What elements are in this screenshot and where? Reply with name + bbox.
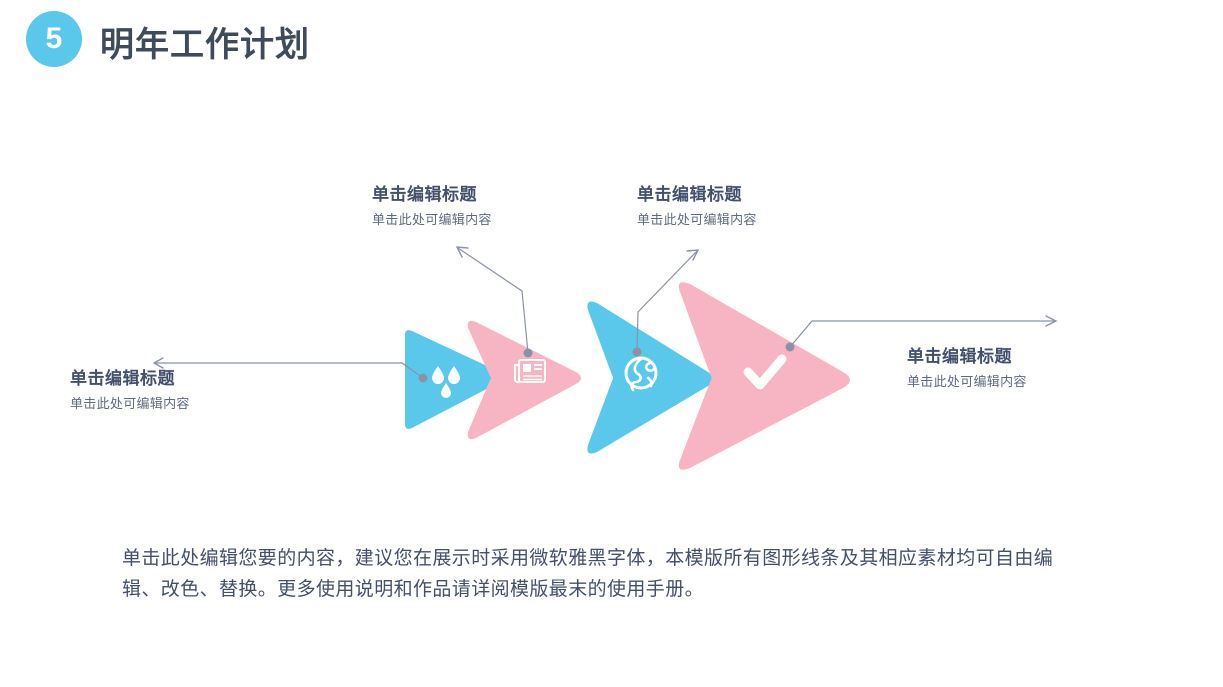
callout-3-title: 单击编辑标题 <box>637 185 742 204</box>
process-step-1[interactable] <box>405 330 504 429</box>
arrow-shapes-group <box>405 282 850 470</box>
arrow-shape-3[interactable] <box>587 301 714 454</box>
newspaper-icon <box>514 359 546 384</box>
check-icon <box>743 354 787 390</box>
step-number-badge: 5 <box>26 11 82 67</box>
callout-1-description: 单击此处可编辑内容 <box>70 395 190 411</box>
callout-2[interactable]: 单击编辑标题 单击此处可编辑内容 <box>372 184 492 229</box>
slide-header: 5 明年工作计划 <box>0 0 1223 90</box>
step-number-label: 5 <box>45 22 63 55</box>
callout-3-description: 单击此处可编辑内容 <box>637 211 757 227</box>
callout-4-description: 单击此处可编辑内容 <box>907 373 1027 389</box>
process-step-4[interactable] <box>678 282 850 470</box>
callout-4[interactable]: 单击编辑标题 单击此处可编辑内容 <box>907 346 1027 391</box>
callout-1-title: 单击编辑标题 <box>70 369 175 388</box>
callout-3[interactable]: 单击编辑标题 单击此处可编辑内容 <box>637 184 757 229</box>
page-title: 明年工作计划 <box>100 26 310 64</box>
process-step-3[interactable] <box>587 301 714 454</box>
callout-4-title: 单击编辑标题 <box>907 347 1012 366</box>
globe-icon <box>624 356 658 392</box>
process-arrow-diagram: 单击编辑标题 单击此处可编辑内容 单击编辑标题 单击此处可编辑内容 单击编辑标题… <box>0 150 1223 510</box>
callout-1[interactable]: 单击编辑标题 单击此处可编辑内容 <box>70 368 190 413</box>
callout-2-description: 单击此处可编辑内容 <box>372 211 492 227</box>
callout-2-title: 单击编辑标题 <box>372 185 477 204</box>
body-paragraph[interactable]: 单击此处编辑您要的内容，建议您在展示时采用微软雅黑字体，本模版所有图形线条及其相… <box>122 548 1054 601</box>
water-drops-icon <box>432 366 460 398</box>
